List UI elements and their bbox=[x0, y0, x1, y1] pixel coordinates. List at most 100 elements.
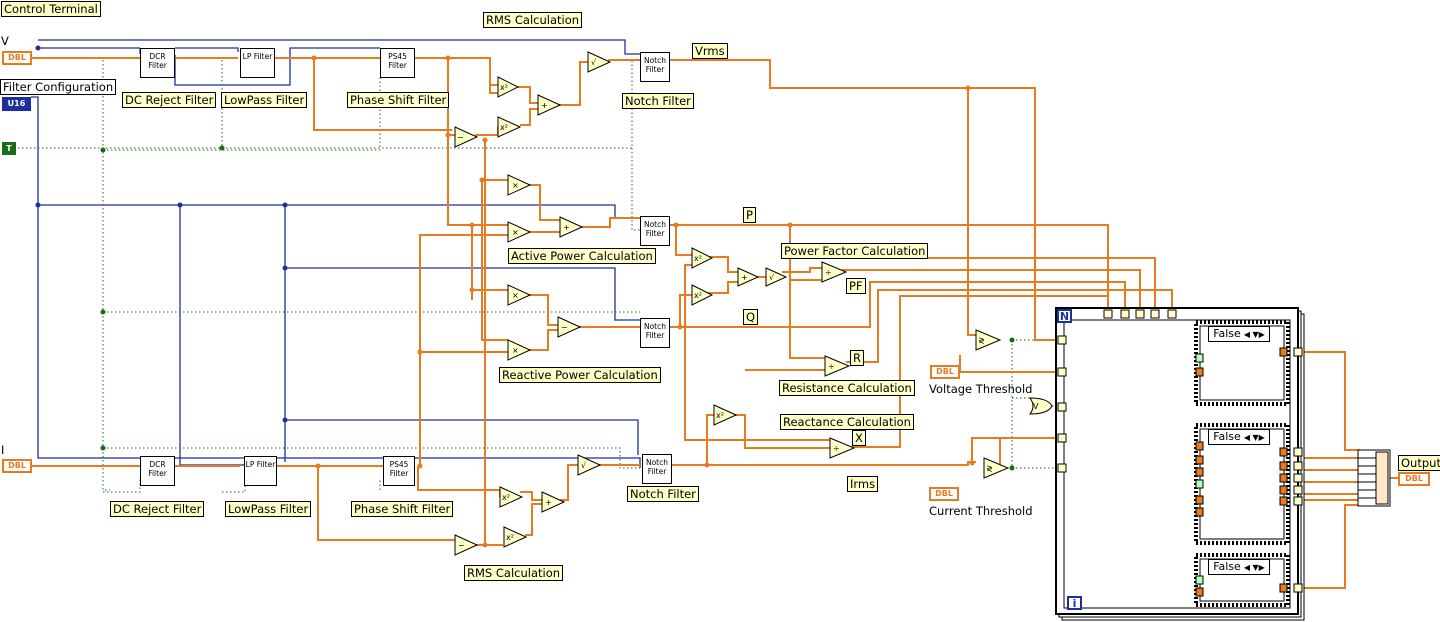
notch-filter-bottom-label: Notch Filter bbox=[627, 486, 699, 502]
dcr-filter-bottom[interactable]: DCR Filter bbox=[140, 456, 175, 486]
case-selector-top-value: False bbox=[1213, 327, 1241, 340]
notch-filter-q-label: Notch Filter bbox=[643, 322, 667, 340]
svg-text:−: − bbox=[457, 133, 464, 142]
svg-text:x²: x² bbox=[500, 123, 508, 132]
reactive-power-calculation-label: Reactive Power Calculation bbox=[499, 367, 661, 383]
phase-shift-filter-bottom-label: Phase Shift Filter bbox=[351, 501, 454, 517]
v-terminal-label: V bbox=[1, 34, 9, 48]
lp-filter-bottom-label: LP Filter bbox=[245, 460, 276, 469]
p-label: P bbox=[743, 207, 756, 223]
svg-text:x²: x² bbox=[694, 254, 702, 263]
svg-text:x²: x² bbox=[716, 411, 724, 420]
voltage-threshold-label: Voltage Threshold bbox=[929, 382, 1033, 396]
ps45-filter-bottom[interactable]: PS45 Filter bbox=[383, 456, 415, 486]
dc-reject-filter-bottom-label: DC Reject Filter bbox=[110, 501, 205, 517]
svg-text:+: + bbox=[541, 101, 548, 110]
case-selector-bottom[interactable]: False◀ ▼▶ bbox=[1208, 559, 1270, 575]
loop-tunnels bbox=[1057, 309, 1303, 597]
svg-text:x²: x² bbox=[694, 291, 702, 300]
voltage-threshold-terminal[interactable]: DBL bbox=[930, 365, 960, 379]
phase-shift-filter-top-label: Phase Shift Filter bbox=[347, 92, 450, 108]
lp-filter-top[interactable]: LP Filter bbox=[240, 48, 275, 78]
v-input-terminal[interactable]: DBL bbox=[2, 51, 32, 65]
case-selector-bottom-value: False bbox=[1213, 560, 1241, 573]
reactance-calculation-label: Reactance Calculation bbox=[780, 414, 914, 430]
svg-text:x²: x² bbox=[506, 533, 514, 542]
notch-filter-irms-label: Notch Filter bbox=[645, 458, 669, 476]
svg-text:V: V bbox=[1033, 402, 1039, 411]
svg-text:+: + bbox=[545, 498, 552, 507]
notch-filter-top-label: Notch Filter bbox=[622, 93, 694, 109]
svg-text:x²: x² bbox=[502, 493, 510, 502]
lp-filter-bottom[interactable]: LP Filter bbox=[244, 456, 277, 486]
case-selector-top[interactable]: False◀ ▼▶ bbox=[1208, 326, 1270, 342]
svg-text:√: √ bbox=[581, 461, 587, 470]
svg-text:≷: ≷ bbox=[986, 464, 993, 473]
notch-filter-q[interactable]: Notch Filter bbox=[640, 318, 670, 348]
filter-config-terminal[interactable]: U16 bbox=[2, 97, 31, 111]
ps45-filter-top-label: PS45 Filter bbox=[388, 52, 407, 70]
svg-text:÷: ÷ bbox=[825, 268, 832, 277]
svg-text:√: √ bbox=[769, 273, 775, 282]
power-factor-calculation-label: Power Factor Calculation bbox=[781, 243, 929, 259]
math-nodes bbox=[454, 51, 1053, 556]
current-threshold-terminal[interactable]: DBL bbox=[929, 487, 959, 501]
dc-reject-filter-top-label: DC Reject Filter bbox=[122, 92, 217, 108]
resistance-calculation-label: Resistance Calculation bbox=[779, 380, 915, 396]
output-label: Output bbox=[1398, 455, 1440, 471]
pf-label: PF bbox=[846, 278, 866, 294]
svg-text:x²: x² bbox=[500, 83, 508, 92]
svg-text:×: × bbox=[512, 228, 519, 237]
math-symbols: √ x² x² + − × × + × × − x² x² + √ ÷ ÷ ÷ … bbox=[457, 58, 1039, 550]
vrms-label: Vrms bbox=[692, 43, 728, 59]
notch-filter-p[interactable]: Notch Filter bbox=[640, 216, 670, 246]
lp-filter-top-label: LP Filter bbox=[242, 52, 273, 61]
svg-text:+: + bbox=[741, 273, 748, 282]
svg-text:×: × bbox=[512, 346, 519, 355]
dcr-filter-bottom-label: DCR Filter bbox=[148, 460, 167, 478]
wire-junctions bbox=[35, 45, 1015, 548]
ps45-filter-top[interactable]: PS45 Filter bbox=[380, 48, 415, 78]
case-selector-arrows[interactable]: ◀ ▼▶ bbox=[1243, 330, 1265, 339]
svg-text:÷: ÷ bbox=[828, 362, 835, 371]
case-selector-middle[interactable]: False◀ ▼▶ bbox=[1208, 429, 1270, 445]
rms-calculation-top-label: RMS Calculation bbox=[483, 12, 583, 28]
control-terminal-label: Control Terminal bbox=[1, 1, 101, 17]
dcr-filter-top-label: DCR Filter bbox=[148, 52, 167, 70]
q-label: Q bbox=[743, 309, 759, 325]
notch-filter-irms[interactable]: Notch Filter bbox=[642, 454, 672, 484]
r-label: R bbox=[850, 350, 864, 366]
active-power-calculation-label: Active Power Calculation bbox=[508, 248, 656, 264]
svg-text:×: × bbox=[512, 291, 519, 300]
current-threshold-label: Current Threshold bbox=[929, 504, 1033, 518]
i-terminal-label: I bbox=[1, 443, 5, 457]
notch-filter-vrms[interactable]: Notch Filter bbox=[640, 52, 670, 82]
svg-text:−: − bbox=[561, 323, 568, 332]
filter-configuration-label: Filter Configuration bbox=[0, 79, 117, 95]
lowpass-filter-bottom-label: LowPass Filter bbox=[225, 501, 312, 517]
svg-text:−: − bbox=[458, 541, 465, 550]
loop-count-terminal: N bbox=[1057, 309, 1072, 323]
ps45-filter-bottom-label: PS45 Filter bbox=[389, 460, 409, 478]
build-array-node bbox=[1357, 449, 1391, 507]
control-terminal[interactable]: T bbox=[2, 142, 16, 155]
loop-iteration-terminal: i bbox=[1067, 596, 1082, 610]
filter-config-wires bbox=[31, 39, 641, 468]
svg-text:√: √ bbox=[591, 58, 597, 67]
case-selector-middle-value: False bbox=[1213, 430, 1241, 443]
svg-text:+: + bbox=[563, 223, 570, 232]
rms-calculation-bottom-label: RMS Calculation bbox=[464, 565, 564, 581]
svg-text:÷: ÷ bbox=[833, 444, 840, 453]
svg-text:×: × bbox=[512, 181, 519, 190]
output-indicator[interactable]: DBL bbox=[1398, 472, 1430, 486]
irms-label: Irms bbox=[847, 476, 879, 492]
case-selector-arrows[interactable]: ◀ ▼▶ bbox=[1243, 433, 1265, 442]
lowpass-filter-top-label: LowPass Filter bbox=[221, 92, 308, 108]
svg-text:≷: ≷ bbox=[978, 336, 985, 345]
i-input-terminal[interactable]: DBL bbox=[2, 459, 32, 473]
notch-filter-p-label: Notch Filter bbox=[643, 220, 667, 238]
x-label: X bbox=[852, 430, 866, 446]
dcr-filter-top[interactable]: DCR Filter bbox=[140, 48, 175, 78]
case-selector-arrows[interactable]: ◀ ▼▶ bbox=[1243, 563, 1265, 572]
